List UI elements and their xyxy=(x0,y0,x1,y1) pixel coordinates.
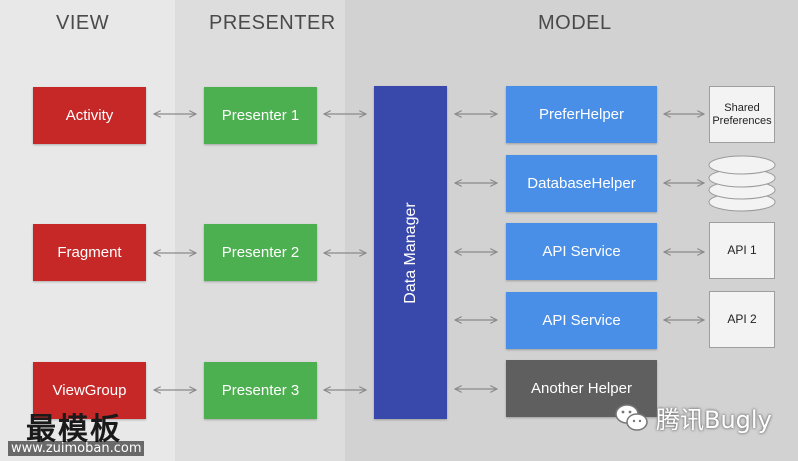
activity-box: Activity xyxy=(33,87,146,144)
api-1-label: API 1 xyxy=(727,243,757,257)
api-2-box: API 2 xyxy=(709,291,775,348)
brand-watermark: 腾讯Bugly xyxy=(614,400,772,435)
shared-preferences-box: Shared Preferences xyxy=(709,86,775,143)
database-helper-box: DatabaseHelper xyxy=(506,155,657,212)
data-manager-box: Data Manager xyxy=(374,86,447,419)
data-manager-label: Data Manager xyxy=(401,201,419,304)
site-url-watermark: www.zuimoban.com xyxy=(8,441,145,456)
fragment-box: Fragment xyxy=(33,224,146,281)
view-column-title: VIEW xyxy=(56,12,110,34)
presenter-3-box: Presenter 3 xyxy=(204,362,317,419)
api-2-label: API 2 xyxy=(727,312,757,326)
presenter-1-box: Presenter 1 xyxy=(204,87,317,144)
viewgroup-box: ViewGroup xyxy=(33,362,146,419)
presenter-column-title: PRESENTER xyxy=(209,12,336,34)
shared-preferences-label: Shared Preferences xyxy=(712,101,772,127)
brand-label: 腾讯Bugly xyxy=(656,406,772,434)
database-icon xyxy=(708,155,776,212)
wechat-icon xyxy=(615,403,648,431)
presenter-2-box: Presenter 2 xyxy=(204,224,317,281)
api-service-2-box: API Service xyxy=(506,292,657,349)
api-1-box: API 1 xyxy=(709,222,775,279)
api-service-1-box: API Service xyxy=(506,223,657,280)
prefer-helper-box: PreferHelper xyxy=(506,86,657,143)
model-column-title: MODEL xyxy=(538,12,612,34)
